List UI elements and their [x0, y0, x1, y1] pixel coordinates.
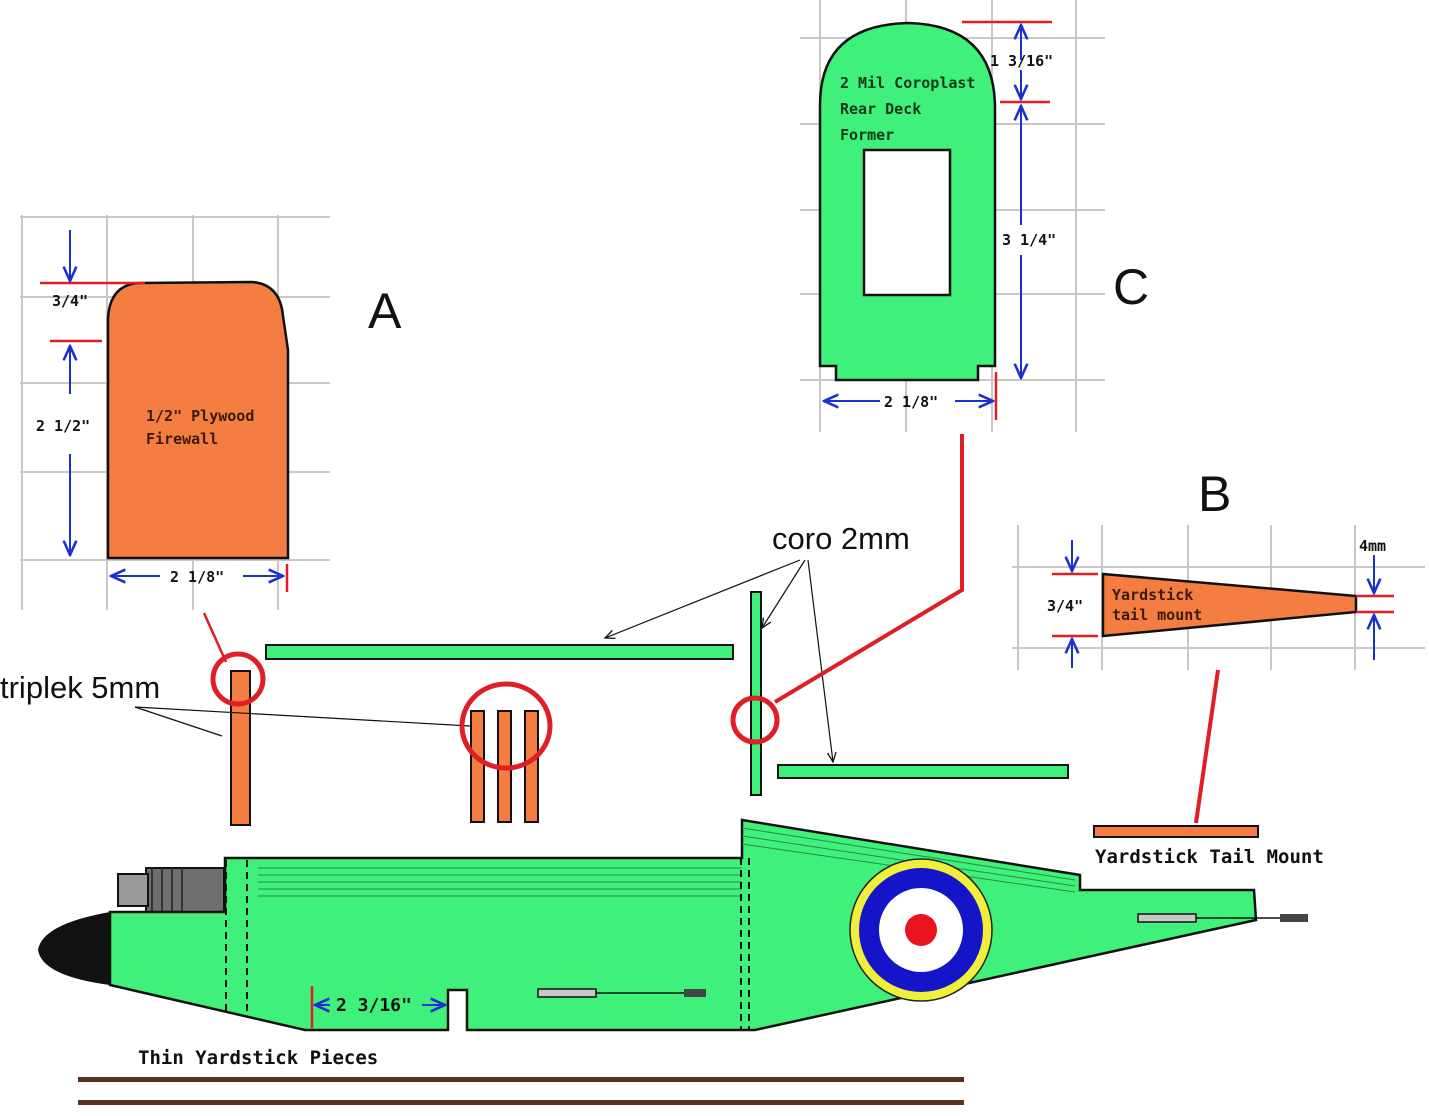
former-dim-top: 1 3/16" — [990, 52, 1053, 70]
former-dim-height: 3 1/4" — [1002, 231, 1056, 249]
coro-rear-deck-strip — [777, 764, 1069, 779]
tail-mount-dim-height: 3/4" — [1047, 597, 1083, 615]
firewall-plate — [106, 280, 290, 560]
fuselage-dim-slot: 2 3/16" — [336, 995, 412, 1016]
coro-former-strip — [750, 591, 762, 796]
yardstick-pieces-caption: Thin Yardstick Pieces — [138, 1047, 378, 1069]
plywood-strip-3 — [524, 710, 539, 823]
fuselage-body — [108, 818, 1258, 1032]
yardstick-piece-1 — [78, 1077, 964, 1082]
former-label-line3: Former — [840, 126, 894, 144]
part-c-former-detail: 2 Mil Coroplast Rear Deck Former 1 3/16"… — [800, 0, 1105, 432]
servo-front-horn — [684, 989, 706, 997]
exploded-parts — [230, 591, 1069, 826]
part-b-tail-mount-detail: Yardstick tail mount 3/4" 4mm — [1012, 525, 1425, 670]
yardstick-piece-2 — [78, 1100, 964, 1105]
part-b-letter: B — [1198, 466, 1231, 522]
firewall-dim-top: 3/4" — [52, 292, 88, 310]
former-dim-width: 2 1/8" — [884, 393, 938, 411]
plywood-firewall-strip — [230, 670, 251, 826]
fuselage-assembly: 2 3/16" — [38, 818, 1308, 1032]
former-lines — [225, 858, 750, 1030]
servo-front — [537, 988, 597, 998]
former-cutout — [862, 148, 952, 297]
firewall-label-line2: Firewall — [146, 430, 218, 448]
part-a-letter: A — [368, 283, 402, 339]
yardstick-tail-mount-strip — [1093, 825, 1259, 838]
part-a-firewall-detail: 1/2" Plywood Firewall 3/4" 2 1/2" 2 1/8" — [20, 215, 330, 610]
callouts — [202, 434, 1220, 824]
former-label-line2: Rear Deck — [840, 100, 921, 118]
coro-annotation: coro 2mm — [772, 521, 910, 556]
firewall-dim-width: 2 1/8" — [170, 568, 224, 586]
triplek-annotation: triplek 5mm — [0, 670, 160, 705]
servo-rear — [1137, 913, 1197, 923]
former-label-line1: 2 Mil Coroplast — [840, 74, 975, 92]
tail-mount-label-line1: Yardstick — [1112, 586, 1193, 604]
firewall-label-line1: 1/2" Plywood — [146, 407, 254, 425]
tail-mount-label-line2: tail mount — [1112, 606, 1202, 624]
servo-rear-horn — [1280, 914, 1308, 922]
roundel-red-center — [905, 914, 937, 946]
leader-lines — [134, 559, 833, 762]
motor-body — [145, 867, 225, 915]
tail-mount-plate — [1101, 572, 1358, 638]
coro-top-deck-strip — [265, 644, 734, 660]
propeller-spinner — [38, 912, 110, 985]
motor-endcap — [117, 873, 149, 907]
tail-mount-dim-tip: 4mm — [1359, 537, 1386, 555]
yardstick-tail-mount-caption: Yardstick Tail Mount — [1095, 846, 1324, 868]
plywood-strip-1 — [470, 710, 485, 823]
firewall-dim-height: 2 1/2" — [36, 417, 90, 435]
part-c-letter: C — [1113, 259, 1149, 315]
